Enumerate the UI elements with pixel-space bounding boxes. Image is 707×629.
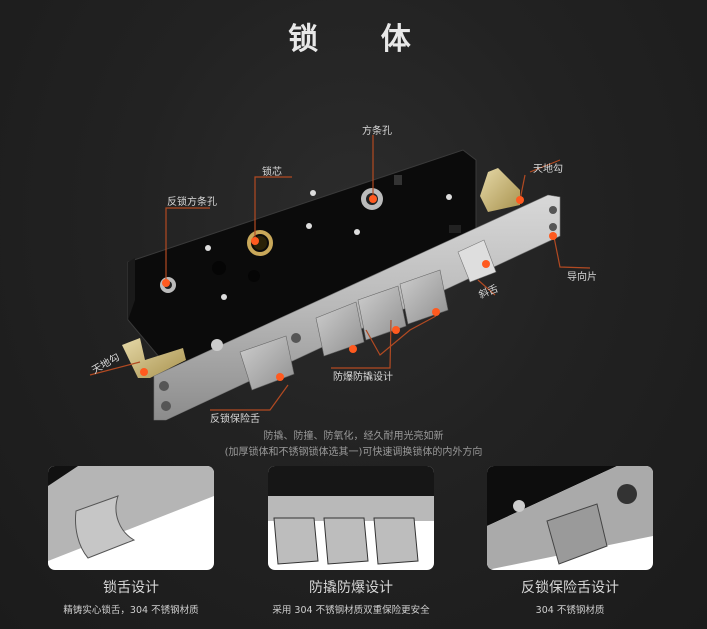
callout-guide-plate: 导向片 — [567, 272, 597, 283]
description-line-1: 防撬、防撞、防氧化，经久耐用光亮如新 — [263, 431, 444, 442]
feature-image-anti-explosion — [268, 466, 434, 570]
callout-top-bottom-hook-right: 天地勾 — [533, 164, 563, 175]
callout-deadlock-bolt: 反锁保险舌 — [210, 414, 260, 425]
callout-square-hole: 方条孔 — [362, 126, 392, 137]
description-line-2: (加厚锁体和不锈钢锁体选其一)可快速调换锁体的内外方向 — [224, 447, 483, 458]
feature-title-1: 锁舌设计 — [103, 580, 159, 596]
feature-title-3: 反锁保险舌设计 — [521, 580, 619, 596]
lock-body-illustration — [89, 135, 591, 421]
feature-subtitle-3: 304 不锈钢材质 — [535, 605, 605, 616]
feature-title-2: 防撬防爆设计 — [309, 580, 393, 596]
feature-subtitle-2: 采用 304 不锈钢材质双重保险更安全 — [272, 605, 430, 616]
page-title: 锁 体 — [288, 22, 437, 57]
feature-image-deadlock-bolt — [487, 466, 653, 570]
callout-lock-core: 锁芯 — [262, 167, 282, 178]
callout-reverse-square-hole: 反锁方条孔 — [167, 197, 217, 208]
feature-subtitle-1: 精铸实心锁舌，304 不锈钢材质 — [63, 605, 199, 616]
callout-anti-explosion: 防爆防撬设计 — [333, 372, 393, 383]
feature-image-latch-bolt — [48, 466, 214, 570]
